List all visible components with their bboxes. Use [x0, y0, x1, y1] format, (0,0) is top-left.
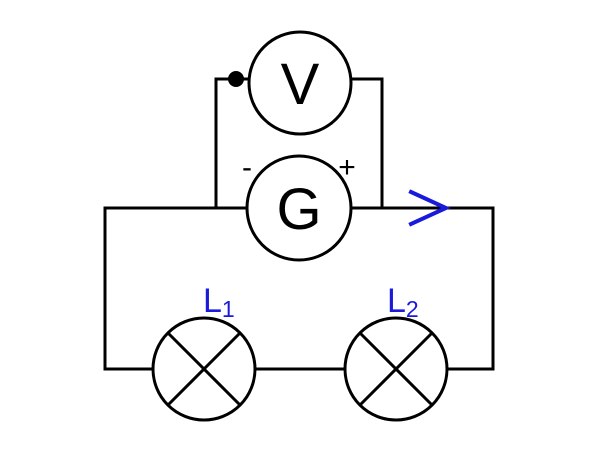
voltmeter-symbol: V	[281, 52, 320, 117]
lamp-2-label: L2	[387, 282, 419, 322]
voltmeter-left-lead	[214, 77, 249, 208]
galvanometer-symbol: G	[276, 177, 321, 242]
lamp-2	[343, 316, 449, 422]
voltmeter: V	[247, 30, 353, 136]
lamp-1-letter: L	[203, 282, 222, 320]
lamp-1-cross-b	[166, 331, 242, 407]
galvanometer-negative-terminal: -	[242, 151, 252, 184]
lamp-1-subscript: 1	[222, 296, 235, 322]
current-direction-arrow	[408, 189, 451, 227]
lamp-2-cross-b	[358, 331, 434, 407]
left-branch-wire	[103, 206, 246, 371]
voltmeter-right-lead	[351, 77, 384, 208]
galvanometer: G - +	[242, 151, 356, 262]
lamp-2-subscript: 2	[406, 296, 419, 322]
lamp-2-letter: L	[387, 282, 406, 320]
lamp-1	[151, 316, 257, 422]
right-branch-wire	[352, 206, 495, 371]
junction-dot	[228, 71, 244, 87]
lamp-1-label: L1	[203, 282, 235, 322]
galvanometer-positive-terminal: +	[338, 151, 356, 184]
galvanometer-circle	[245, 154, 353, 262]
voltmeter-circle	[247, 30, 353, 136]
